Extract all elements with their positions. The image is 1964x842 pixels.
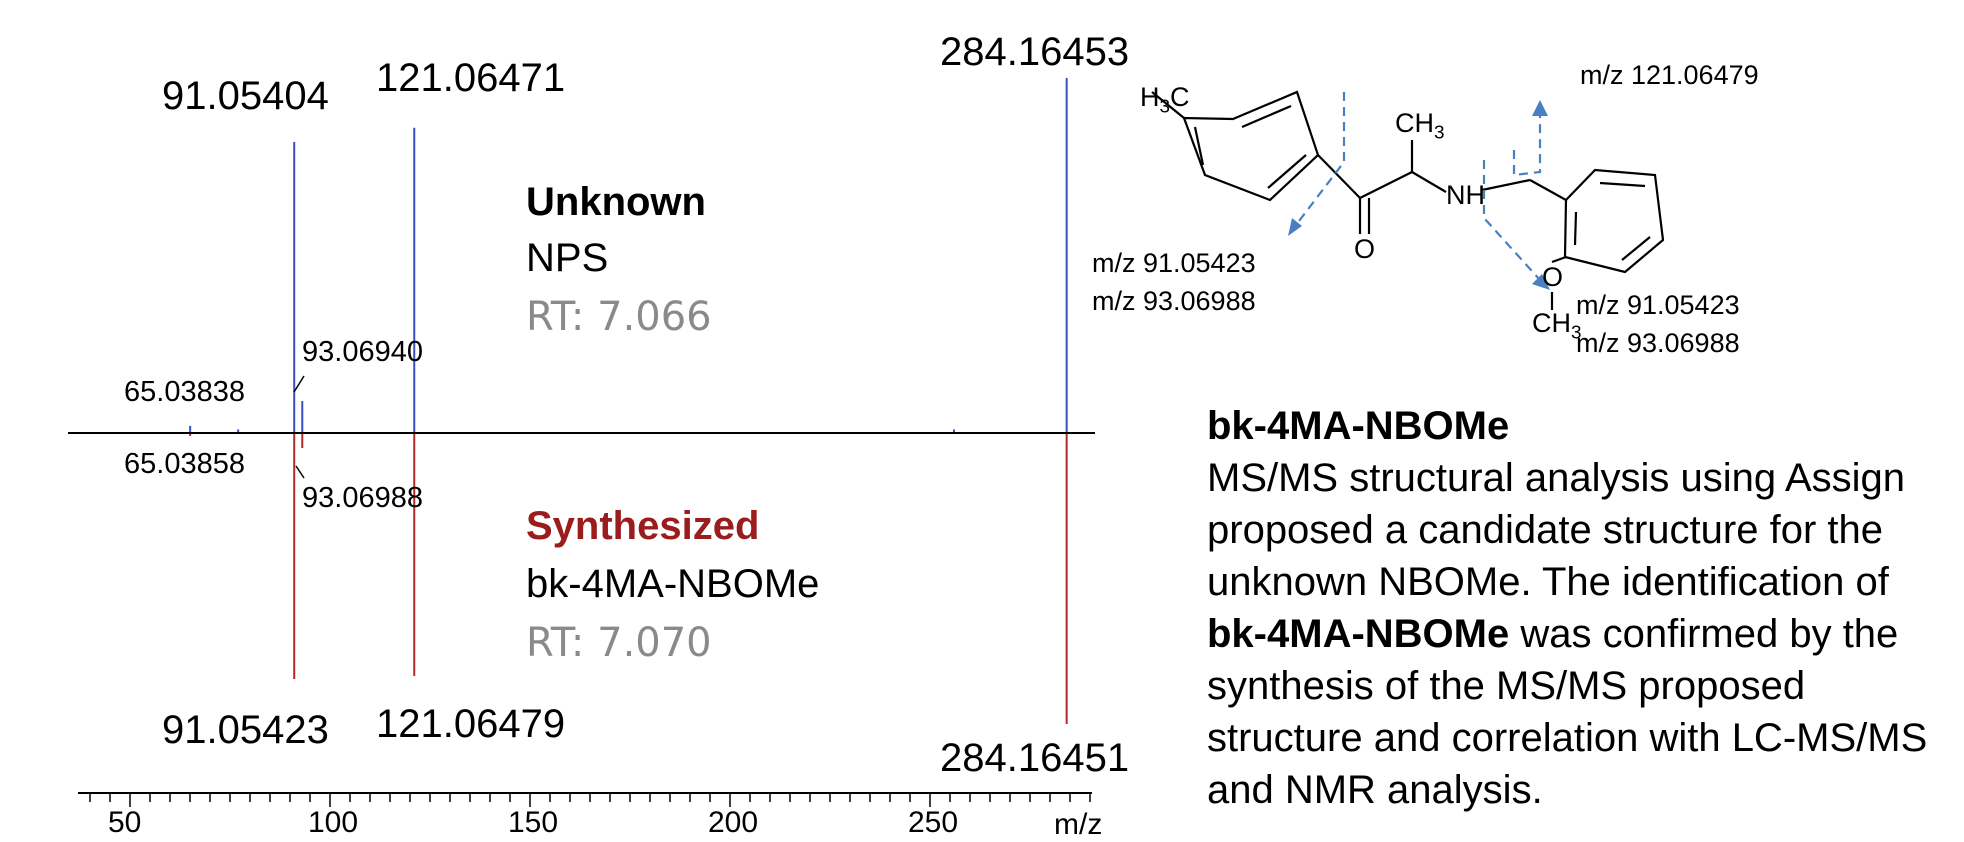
x-tick-label-250: 250 xyxy=(908,806,959,839)
atom-label-o-ether: O xyxy=(1542,262,1564,292)
tolyl-ring-inner-1 xyxy=(1241,104,1292,129)
cleavage-arrow-right xyxy=(1482,160,1541,281)
bond-carbonyl-alpha xyxy=(1359,171,1413,199)
x-axis-label: m/z xyxy=(1054,808,1103,841)
atom-label-nh: NH xyxy=(1446,180,1485,210)
leader-93-top xyxy=(293,375,305,393)
atom-label-o-carbonyl: O xyxy=(1354,234,1376,264)
top-spectrum-title: Unknown xyxy=(526,180,706,224)
top-spectrum-peaks xyxy=(189,78,1068,433)
methoxy-ring-inner-2 xyxy=(1621,236,1651,261)
tolyl-ring-inner-3 xyxy=(1193,126,1205,166)
methoxy-ring-inner-1 xyxy=(1599,181,1646,188)
atom-label-ch3-methoxy: CH3 xyxy=(1532,308,1582,344)
bond-nh-ch2 xyxy=(1481,178,1531,192)
fragmentation-arrows xyxy=(1295,92,1542,281)
tolyl-ring-inner-2 xyxy=(1267,154,1307,189)
atom-label-ch3-alpha: CH3 xyxy=(1395,108,1445,144)
fragment-label-left-1: m/z 91.05423 xyxy=(1092,248,1256,278)
fragmentation-arrowheads xyxy=(1288,100,1550,290)
peak-label-bottom-121: 121.06479 xyxy=(376,702,566,746)
cleavage-arrow-top xyxy=(1512,108,1542,177)
x-tick-label-50: 50 xyxy=(108,806,142,839)
arrowhead-top xyxy=(1532,100,1548,116)
peak-label-bottom-93: 93.06988 xyxy=(302,482,423,514)
description-text-1: MS/MS structural analysis using Assign p… xyxy=(1207,456,1906,604)
fragment-label-right-2: m/z 93.06988 xyxy=(1576,328,1740,358)
methoxyphenyl-ring xyxy=(1563,168,1665,274)
peak-label-top-121: 121.06471 xyxy=(376,56,566,100)
description-bold-name: bk-4MA-NBOMe xyxy=(1207,612,1510,656)
fragment-label-left-2: m/z 93.06988 xyxy=(1092,286,1256,316)
description-text-2: was confirmed by the synthesis of the MS… xyxy=(1207,612,1928,812)
peak-label-bottom-91: 91.05423 xyxy=(162,708,329,752)
fragment-label-top-right: m/z 121.06479 xyxy=(1580,60,1759,90)
fragment-label-right-1: m/z 91.05423 xyxy=(1576,290,1740,320)
bond-ring-carbonyl xyxy=(1317,154,1361,199)
peak-label-top-93: 93.06940 xyxy=(302,336,423,368)
peak-label-bottom-284: 284.16451 xyxy=(940,736,1130,780)
top-spectrum-rt: RT: 7.066 xyxy=(526,294,712,340)
bottom-spectrum-peaks xyxy=(189,433,1068,724)
bond-ch2-ring xyxy=(1529,179,1567,201)
top-spectrum-subtitle: NPS xyxy=(526,236,609,280)
arrowhead-left xyxy=(1288,218,1302,236)
bond-methyl-ring xyxy=(1151,91,1185,119)
tolyl-ring xyxy=(1182,90,1320,202)
peak-label-top-65: 65.03838 xyxy=(124,376,245,408)
peak-label-top-91: 91.05404 xyxy=(162,74,329,118)
peak-label-bottom-65: 65.03858 xyxy=(124,448,245,480)
atom-label-h3c: H3C xyxy=(1140,82,1190,118)
description-title: bk-4MA-NBOMe xyxy=(1207,404,1510,448)
x-tick-label-100: 100 xyxy=(308,806,359,839)
x-tick-label-150: 150 xyxy=(508,806,559,839)
arrowhead-right xyxy=(1532,274,1550,290)
peak-label-top-284: 284.16453 xyxy=(940,30,1130,74)
chemical-structure xyxy=(1151,90,1665,310)
leader-93-bottom xyxy=(295,465,305,479)
methoxy-ring-inner-3 xyxy=(1573,211,1578,246)
description-block: bk-4MA-NBOMe MS/MS structural analysis u… xyxy=(1207,400,1957,816)
bond-ring-oether xyxy=(1551,255,1567,264)
bottom-spectrum-rt: RT: 7.070 xyxy=(526,620,712,666)
x-axis-ticks xyxy=(89,793,1091,807)
bottom-spectrum-title: Synthesized xyxy=(526,504,760,548)
bond-alpha-nh xyxy=(1411,171,1447,193)
cleavage-arrow-left xyxy=(1295,92,1346,226)
x-axis xyxy=(78,792,1092,807)
x-tick-label-200: 200 xyxy=(708,806,759,839)
bottom-spectrum-subtitle: bk-4MA-NBOMe xyxy=(526,562,820,606)
